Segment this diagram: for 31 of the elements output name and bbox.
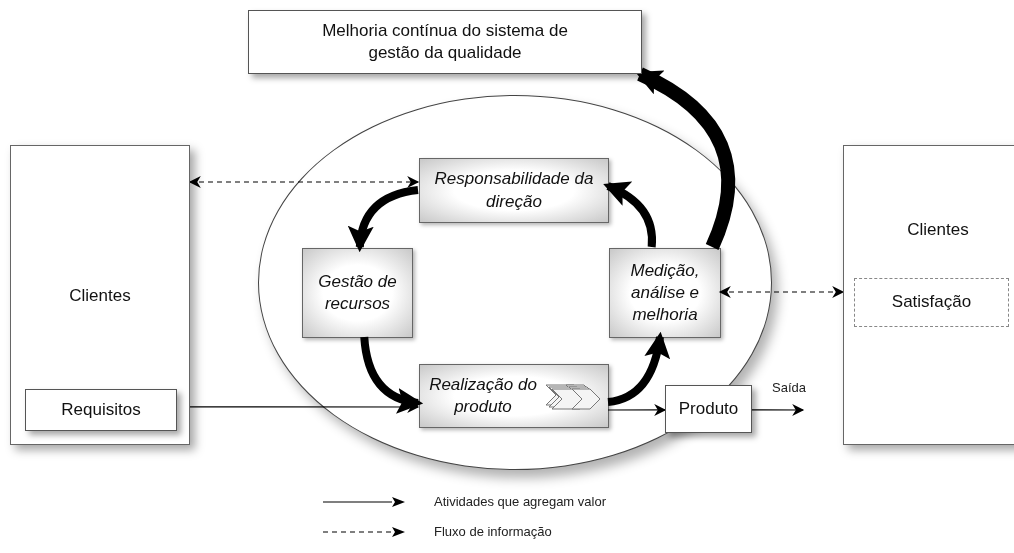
- node-label: Gestão de recursos: [317, 270, 398, 315]
- node-label: Clientes: [68, 286, 132, 306]
- process-box: [248, 10, 642, 74]
- node-label: Medição, análise e melhoria: [629, 259, 701, 327]
- curved-arrow: [603, 182, 656, 248]
- arrow: [607, 403, 667, 416]
- node-label: Realização do produto: [428, 373, 538, 418]
- process-box: [419, 364, 609, 428]
- process-box: [25, 389, 177, 431]
- arrow: [718, 286, 845, 298]
- node-label: Clientes: [906, 220, 970, 240]
- node-label: Responsabilidade da direção: [433, 168, 595, 213]
- node-label: Satisfação: [890, 291, 973, 314]
- client-panel: [10, 145, 190, 445]
- node-label: Requisitos: [60, 398, 142, 421]
- process-box: [609, 248, 721, 338]
- process-box: [419, 158, 609, 223]
- curved-arrow: [607, 331, 670, 406]
- arrow: [188, 176, 420, 188]
- edge-label: Saída: [771, 380, 807, 395]
- curved-arrow: [348, 186, 419, 253]
- node-label: Melhoria contínua do sistema de gestão da qualidade: [321, 19, 569, 64]
- node-label: Produto: [677, 397, 740, 420]
- process-box: [302, 248, 413, 338]
- dashed-box: [854, 278, 1009, 327]
- curved-arrow: [360, 336, 424, 413]
- arrow: [751, 404, 805, 416]
- curved-arrow: [635, 67, 736, 250]
- legend-label: Atividades que agregam valor: [434, 494, 606, 509]
- client-panel: [843, 145, 1014, 445]
- legend-label: Fluxo de informação: [434, 524, 552, 539]
